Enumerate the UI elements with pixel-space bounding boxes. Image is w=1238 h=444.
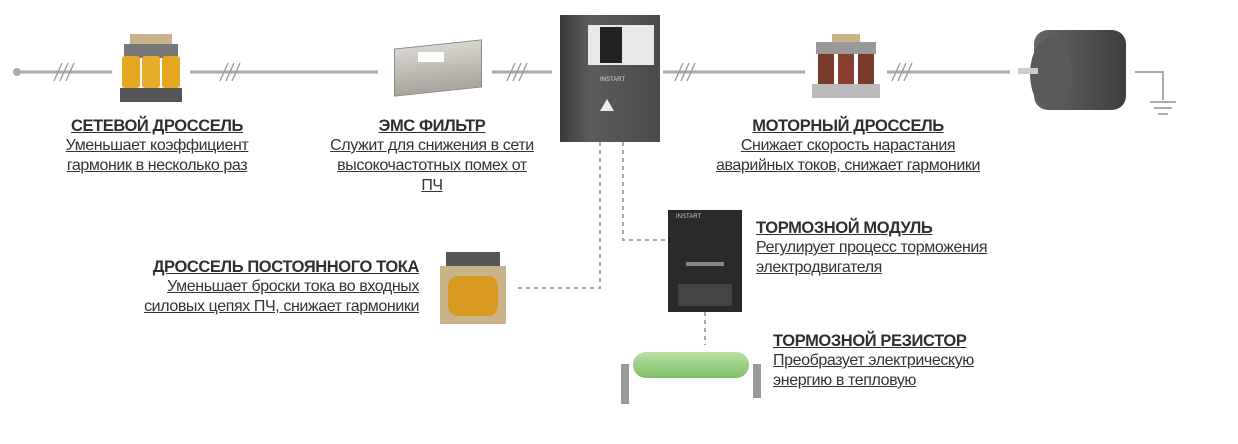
brake-module-link — [622, 142, 668, 241]
emc-filter-desc[interactable]: Служит для снижения в сети — [330, 137, 534, 154]
dc-choke-desc[interactable]: Уменьшает броски тока во входных — [167, 278, 419, 295]
motor-choke-desc[interactable]: Снижает скорость нарастания — [740, 137, 956, 154]
emc-filter-desc[interactable]: высокочастотных помех от — [337, 157, 527, 174]
line-choke-desc[interactable]: гармоник в несколько раз — [66, 157, 248, 174]
brake-module-desc[interactable]: электродвигателя — [756, 259, 882, 276]
motor-image — [1016, 20, 1134, 118]
ground-icon — [1150, 101, 1176, 115]
brake-module-label[interactable]: ТОРМОЗНОЙ МОДУЛЬ Регулирует процесс торм… — [756, 218, 1076, 278]
motor-choke-image — [812, 34, 880, 100]
dc-choke-image — [440, 252, 506, 332]
emc-filter-desc[interactable]: ПЧ — [421, 177, 443, 194]
brake-module-title[interactable]: ТОРМОЗНОЙ МОДУЛЬ — [756, 219, 933, 237]
emc-filter-image — [388, 38, 486, 97]
dc-choke-link — [515, 142, 601, 289]
dc-choke-desc[interactable]: силовых цепях ПЧ, снижает гармоники — [144, 298, 419, 315]
brake-module-desc[interactable]: Регулирует процесс торможения — [756, 239, 988, 256]
line-choke-label[interactable]: СЕТЕВОЙ ДРОССЕЛЬ Уменьшает коэффициент г… — [37, 116, 277, 176]
inverter-brand: INSTART — [600, 77, 626, 83]
brake-resistor-image — [615, 342, 767, 406]
line-choke-desc[interactable]: Уменьшает коэффициент — [65, 137, 249, 154]
motor-choke-title[interactable]: МОТОРНЫЙ ДРОССЕЛЬ — [752, 117, 944, 135]
brake-resistor-desc[interactable]: энергию в тепловую — [773, 372, 917, 389]
dc-choke-label[interactable]: ДРОССЕЛЬ ПОСТОЯННОГО ТОКА Уменьшает брос… — [60, 257, 419, 317]
emc-filter-label[interactable]: ЭМС ФИЛЬТР Служит для снижения в сети вы… — [300, 116, 564, 196]
line-choke-title[interactable]: СЕТЕВОЙ ДРОССЕЛЬ — [70, 117, 244, 135]
brake-module-image: INSTART — [668, 210, 742, 312]
three-phase-marks — [53, 62, 913, 82]
dc-choke-title[interactable]: ДРОССЕЛЬ ПОСТОЯННОГО ТОКА — [152, 258, 420, 276]
ground-wire — [1135, 71, 1164, 100]
brake-resistor-label[interactable]: ТОРМОЗНОЙ РЕЗИСТОР Преобразует электриче… — [773, 331, 1073, 391]
motor-choke-desc[interactable]: аварийных токов, снижает гармоники — [716, 157, 980, 174]
module-brand: INSTART — [676, 214, 702, 220]
emc-filter-title[interactable]: ЭМС ФИЛЬТР — [378, 117, 486, 135]
motor-choke-label[interactable]: МОТОРНЫЙ ДРОССЕЛЬ Снижает скорость нарас… — [668, 116, 1028, 176]
frequency-inverter-image: INSTART — [560, 15, 660, 142]
brake-resistor-desc[interactable]: Преобразует электрическую — [773, 352, 974, 369]
line-choke-image — [120, 34, 182, 102]
brake-resistor-title[interactable]: ТОРМОЗНОЙ РЕЗИСТОР — [773, 332, 967, 350]
